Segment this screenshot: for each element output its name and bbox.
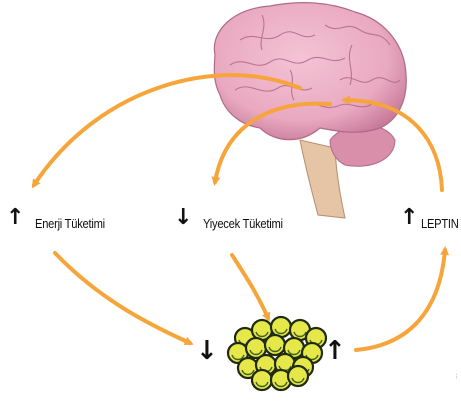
arrow-fat-to-leptin: [356, 250, 445, 350]
energy-consumption-label: Enerji Tüketimi: [35, 216, 105, 231]
arrow-energy-to-fat: [55, 253, 190, 343]
food-consumption-label: Yiyecek Tüketimi: [203, 216, 283, 231]
energy-up-arrow: ↑: [6, 207, 24, 229]
leptin-up-arrow: ↑: [400, 207, 418, 229]
brain-illustration: [214, 3, 406, 218]
fat-increase-arrow: ↑: [324, 338, 346, 364]
fat-tissue-cluster: [228, 317, 326, 390]
cerebrum: [214, 3, 406, 140]
fat-decrease-arrow: ↓: [196, 338, 218, 364]
leptin-label: LEPTIN: [421, 216, 459, 231]
corner-mark: ⋮: [454, 376, 459, 379]
arrow-food-to-fat: [232, 255, 268, 318]
food-down-arrow: ↓: [174, 207, 192, 229]
